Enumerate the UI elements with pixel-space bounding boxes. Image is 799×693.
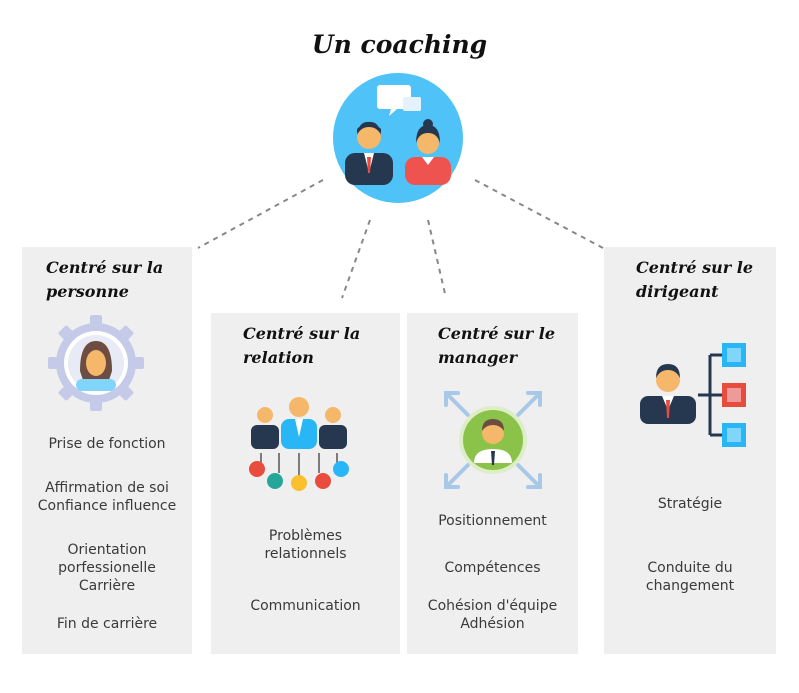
team-network-icon: [249, 397, 349, 491]
page-title: Un coaching: [311, 30, 488, 59]
coaching-hub-icon: [333, 73, 463, 203]
manager-arrows-icon: [444, 391, 542, 489]
card-personne-title: Centré sur la personne: [46, 258, 164, 301]
woman-gear-icon: [48, 315, 144, 411]
dirigeant-item: Stratégie: [657, 496, 723, 512]
relation-item: Problèmes relationnels: [264, 528, 347, 562]
relation-item: Communication: [250, 598, 361, 614]
leader-hierarchy-icon: [640, 343, 746, 447]
dirigeant-item: Conduite du changement: [645, 560, 735, 594]
connector-relation: [341, 219, 371, 299]
card-relation-title: Centré sur la relation: [243, 324, 361, 367]
card-manager-title: Centré sur le manager: [438, 324, 556, 367]
personne-item: Prise de fonction: [48, 436, 166, 452]
connector-manager: [427, 219, 447, 299]
card-personne: [22, 247, 192, 654]
manager-item: Compétences: [444, 560, 541, 576]
manager-item: Positionnement: [438, 513, 547, 529]
personne-item: Affirmation de soi Confiance influence: [37, 480, 177, 514]
personne-item: Fin de carrière: [56, 616, 158, 632]
personne-item: Orientation porfessionelle Carrière: [58, 542, 156, 594]
connector-dirigeant: [474, 179, 604, 249]
card-manager: [407, 313, 578, 654]
manager-item: Cohésion d'équipe Adhésion: [427, 598, 558, 632]
connector-personne: [197, 179, 324, 249]
card-dirigeant: [604, 247, 776, 654]
card-dirigeant-title: Centré sur le dirigeant: [636, 258, 754, 301]
